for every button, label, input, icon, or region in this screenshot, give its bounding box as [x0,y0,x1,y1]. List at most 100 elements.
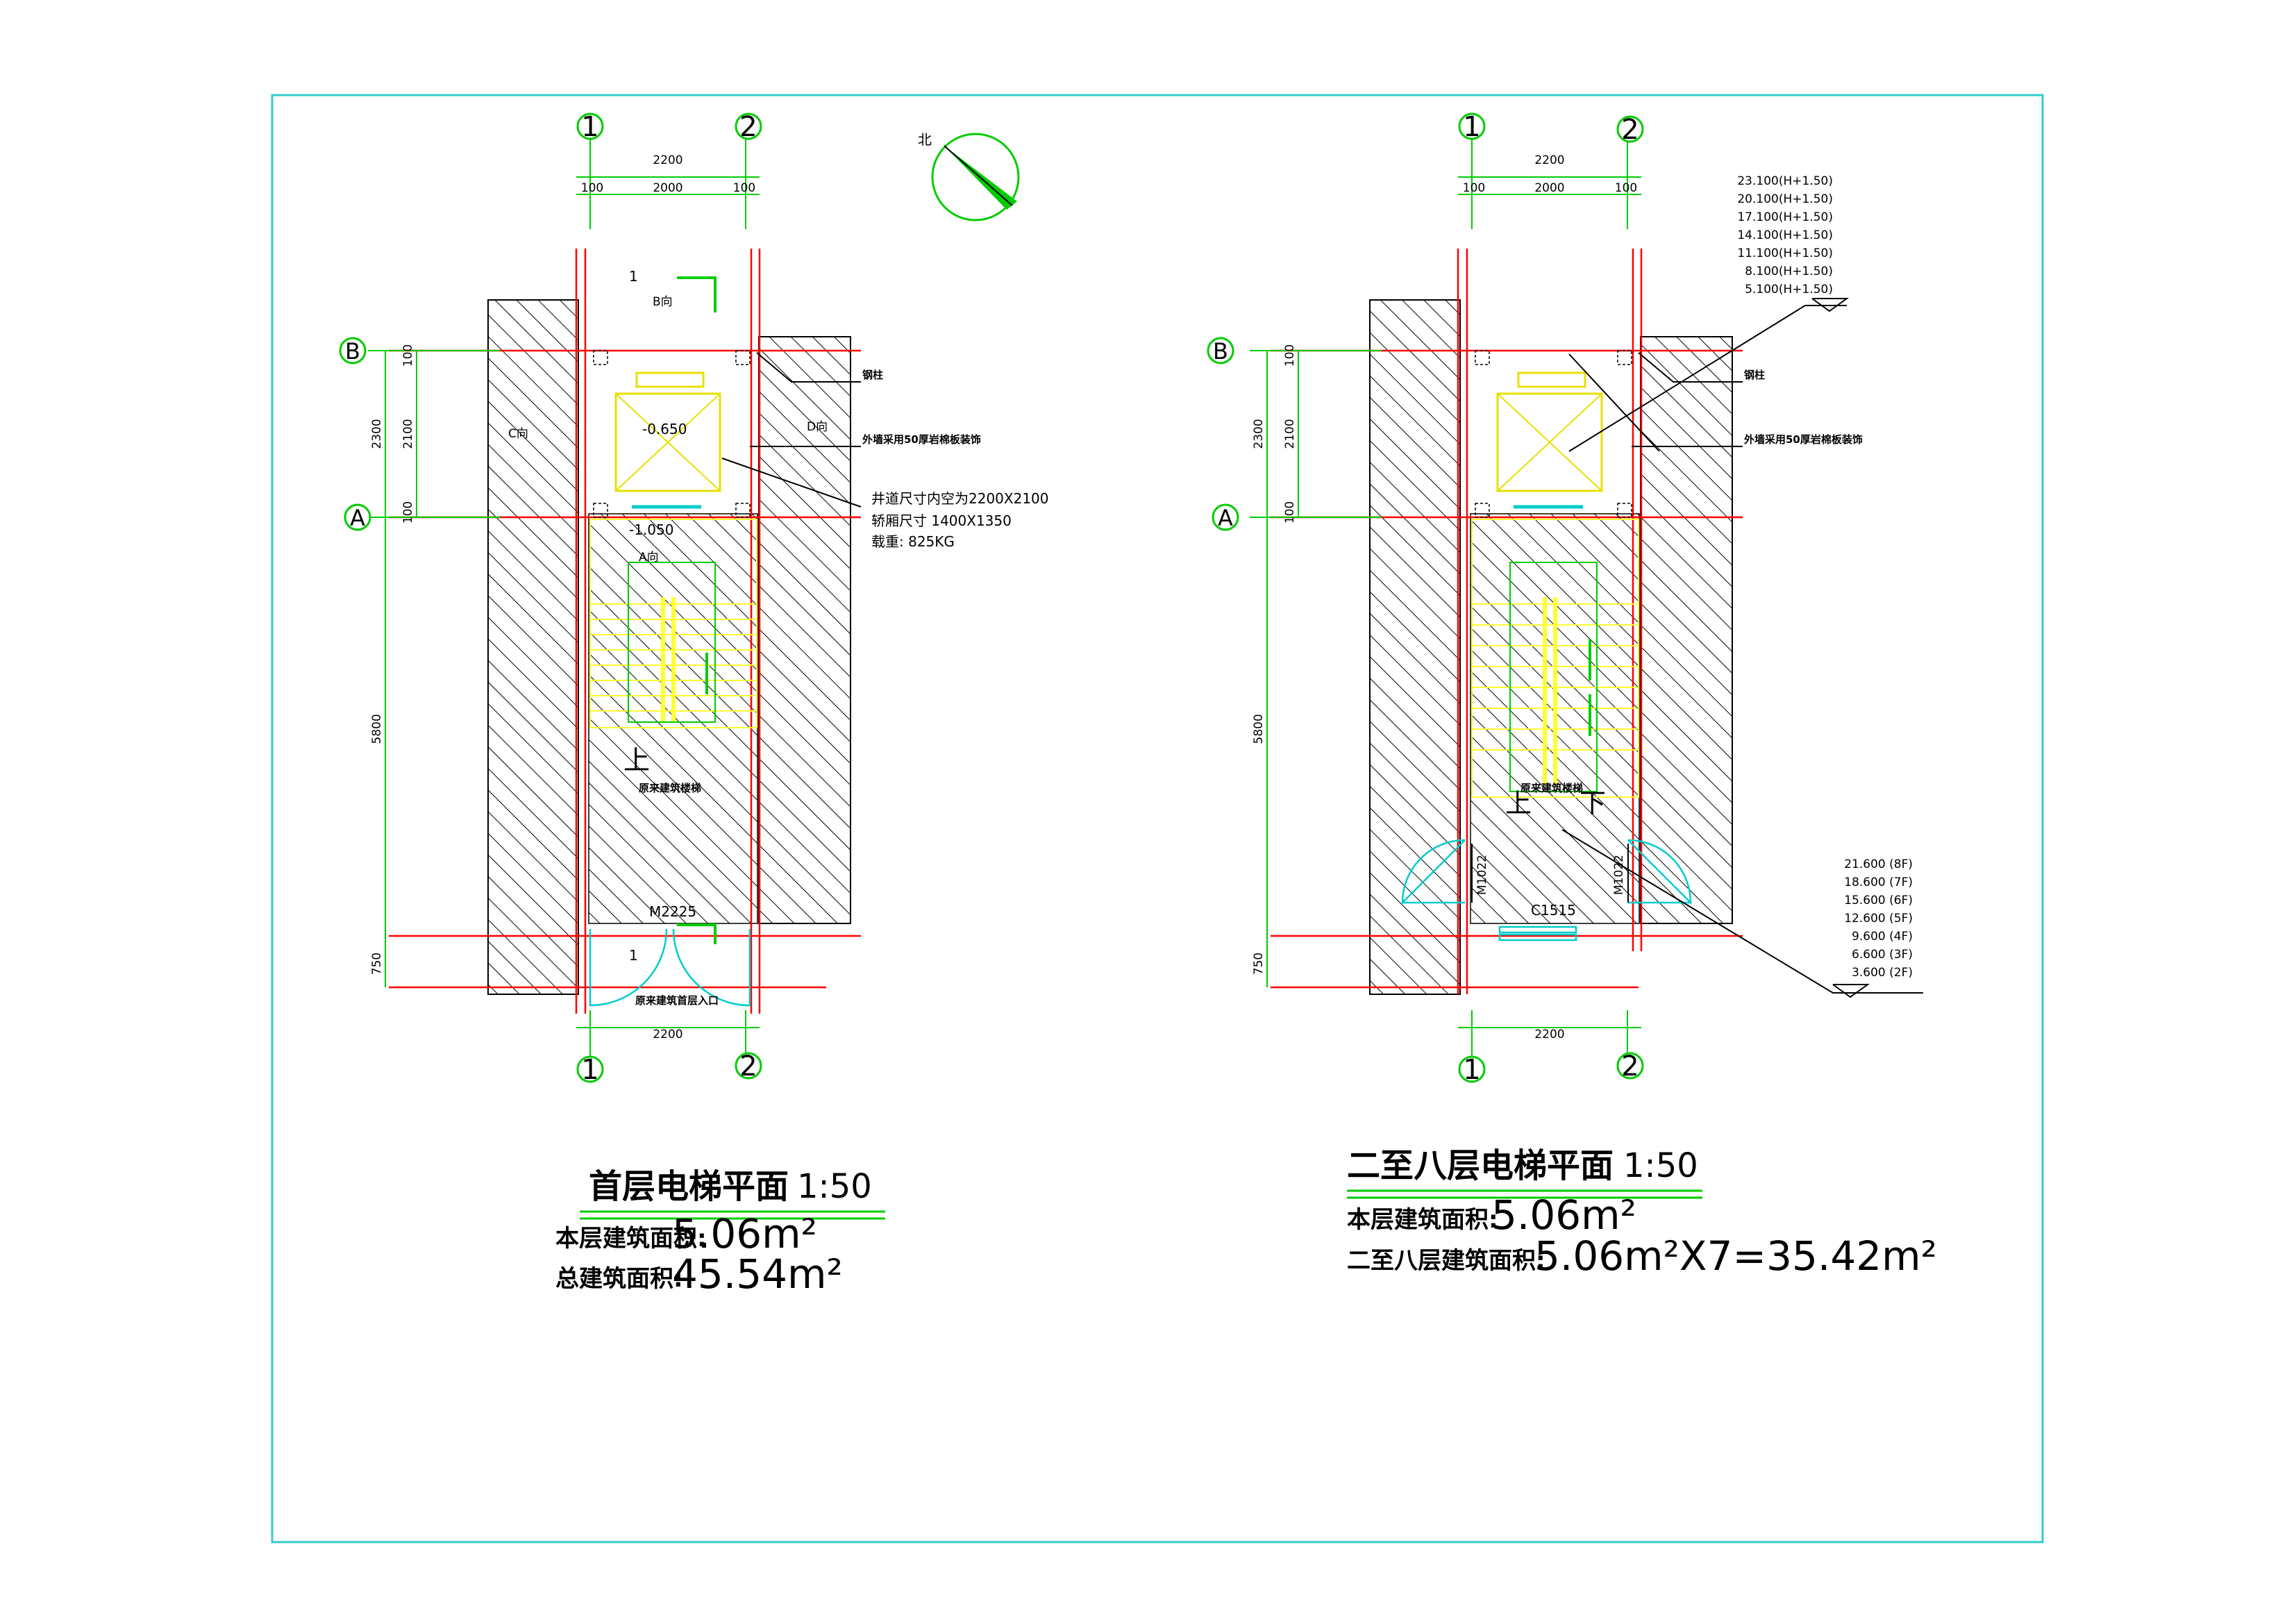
left-axis-label-b: B [345,338,360,365]
right-elev-floor-0: 21.600 (8F) [1844,857,1913,871]
left-stair-outline [628,562,716,723]
right-dim-side-5800: 5800 [1252,714,1266,744]
right-dim-side-100-top: 100 [1283,344,1297,367]
left-section-bottom: 1 [629,947,638,964]
right-dim-top-total: 2200 [1534,153,1564,167]
right-elev-floor-1: 18.600 (7F) [1844,876,1913,889]
right-dim-top-part-1: 100 [1463,181,1485,195]
right-elev-top-6: 5.100(H+1.50) [1745,283,1833,296]
north-arrow: 北 [918,131,1020,221]
right-area2-value: 5.06m²X7=35.42m² [1534,1232,1937,1280]
left-axis-bubble-2-bottom [735,1052,762,1080]
left-grid-lines [368,139,760,1062]
right-grid-lines [1250,139,1641,1062]
left-axis-label-1-bottom: 1 [581,1054,598,1086]
left-dim-top-part-1: 100 [581,181,603,195]
left-elev-landing: -1.050 [629,521,673,538]
left-stair-label: 原来建筑楼梯 [639,782,701,794]
right-axis-bubble-1-top [1458,112,1486,140]
left-view-d: D向 [807,420,828,434]
left-elevator-car [614,371,721,509]
left-label-column: 钢柱 [862,369,883,381]
left-scale: 1:50 [797,1167,872,1206]
right-axis-label-2-bottom: 2 [1621,1050,1639,1082]
right-elevations-top: 23.100(H+1.50) 20.100(H+1.50) 17.100(H+1… [1737,174,1850,312]
right-elev-top-0: 23.100(H+1.50) [1737,174,1833,188]
left-label-wall: 外墙采用50厚岩棉板装饰 [862,433,981,446]
left-dim-side-100-top: 100 [401,344,415,367]
right-axis-bubble-a [1212,503,1239,531]
right-elev-top-2: 17.100(H+1.50) [1737,210,1833,224]
left-dim-side-2100: 2100 [401,419,415,449]
left-view-a: A向 [639,551,659,564]
left-area2-value: 45.54m² [672,1250,843,1298]
right-dim-side-100-bottom: 100 [1283,501,1297,524]
left-wall-hatch-west [487,299,579,995]
right-stair-up: 上 [1505,788,1532,819]
right-area1-value: 5.06m² [1491,1191,1636,1239]
right-area1-label: 本层建筑面积: [1347,1206,1498,1234]
right-label-column: 钢柱 [1744,369,1765,381]
right-axis-label-1-bottom: 1 [1463,1054,1480,1086]
right-elev-floor-3: 12.600 (5F) [1844,912,1913,926]
left-shaft-note-1: 井道尺寸内空为2200X2100 [871,490,1049,507]
left-title: 首层电梯平面 [589,1167,789,1206]
right-elev-top-4: 11.100(H+1.50) [1737,246,1833,260]
right-leaders [1561,305,1923,994]
right-dim-side-2100: 2100 [1283,419,1297,449]
right-dim-top-part-3: 100 [1615,181,1637,195]
left-section-marks [677,276,717,944]
right-stair-down: 下 [1579,788,1606,819]
left-axis-label-1-top: 1 [581,111,598,143]
left-steel-columns [593,350,751,518]
left-wall-hatch-east [758,336,851,924]
left-shaft-walls [389,249,861,1014]
right-elev-floor-5: 6.600 (3F) [1852,948,1913,962]
left-door-code: M2225 [649,903,696,920]
left-dim-side-5800: 5800 [370,714,384,744]
right-elevations-floor: 21.600 (8F) 18.600 (7F) 15.600 (6F) 12.6… [1832,857,1913,998]
right-title: 二至八层电梯平面 [1347,1146,1614,1185]
right-plan: 1 2 1 2 B A 2200 100 2000 100 2200 2300 … [1207,111,1937,1280]
left-elev-pit: -0.650 [642,421,687,437]
right-elev-floor-6: 3.600 (2F) [1852,966,1913,980]
right-door-jambs [1471,844,1629,903]
right-door-right: M1022 [1612,855,1626,895]
right-wall-hatch-east [1640,336,1733,924]
left-dim-top-total: 2200 [653,153,682,167]
right-dim-side-750: 750 [1252,953,1266,975]
right-wall-hatch-west [1369,299,1461,995]
right-dim-top-part-2: 2000 [1534,181,1564,195]
left-axis-label-2-top: 2 [739,111,757,143]
left-dim-top-part-2: 2000 [653,181,682,195]
right-area2-label: 二至八层建筑面积: [1347,1247,1545,1275]
drawing-frame [271,94,2044,1543]
left-axis-bubble-1-bottom [576,1055,604,1083]
left-dim-side-2300: 2300 [370,419,384,449]
right-elev-top-1: 20.100(H+1.50) [1737,192,1833,206]
right-window-code: C1515 [1531,902,1576,919]
right-stair-treads [1471,519,1639,798]
right-stair-label: 原来建筑楼梯 [1520,782,1583,794]
right-axis-label-a: A [1218,505,1233,531]
right-axis-label-2-top: 2 [1621,114,1639,146]
left-section-top: 1 [629,268,638,285]
left-axis-bubble-2-top [735,112,762,140]
left-dim-bottom: 2200 [653,1028,682,1041]
left-entrance-door [589,928,751,1007]
right-axis-bubble-1-bottom [1458,1055,1486,1083]
left-shaft-note-3: 载重: 825KG [871,533,955,550]
left-stair-treads [589,519,757,728]
left-axis-label-a: A [350,505,365,531]
right-axis-bubble-2-bottom [1616,1052,1644,1080]
right-elevator-car [1496,371,1603,509]
right-axis-label-1-top: 1 [1463,111,1480,143]
right-door-left: M1022 [1475,855,1489,895]
left-axis-bubble-a [344,503,371,531]
left-axis-label-2-bottom: 2 [739,1050,757,1082]
left-dim-side-750: 750 [370,953,384,975]
left-stair-up: 上 [623,745,650,776]
left-entrance-label: 原来建筑首层入口 [635,994,719,1007]
right-elev-floor-2: 15.600 (6F) [1844,894,1913,907]
